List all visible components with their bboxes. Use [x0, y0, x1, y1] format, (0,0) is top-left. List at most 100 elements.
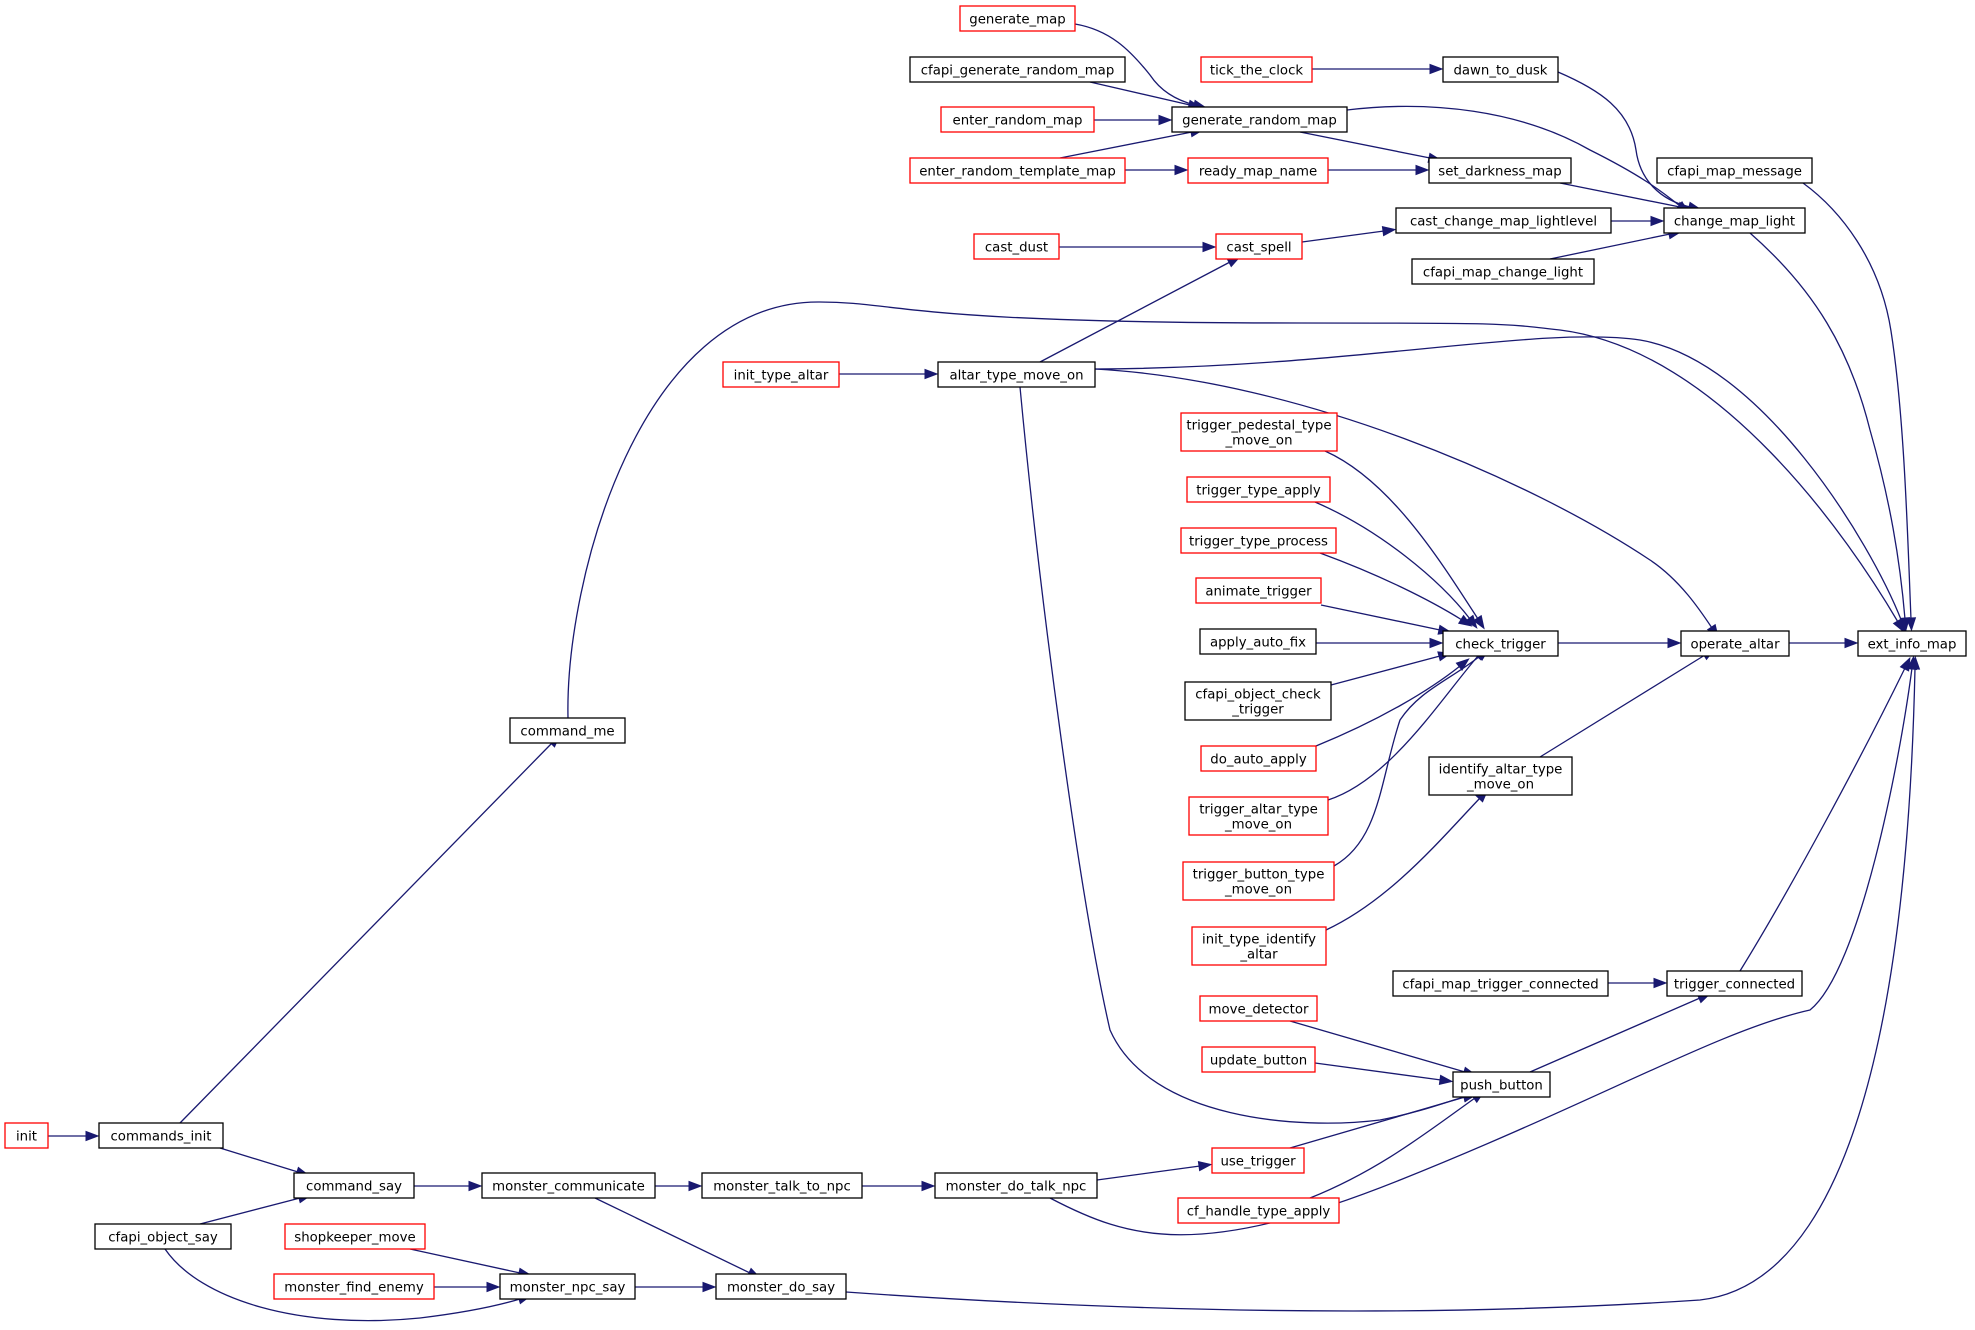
node-animate-trigger[interactable]: animate_trigger: [1195, 577, 1322, 604]
edge-trigger_type_apply-to-check_trigger: [1314, 501, 1478, 629]
edge-push_button-to-trigger_connected: [1529, 993, 1712, 1073]
node-monster-talk-to-npc[interactable]: monster_talk_to_npc: [701, 1172, 863, 1199]
edge-move_detector-to-push_button: [1289, 1020, 1477, 1077]
node-init-type-identify-altar[interactable]: init_type_identify_altar: [1191, 926, 1327, 966]
node-operate-altar[interactable]: operate_altar: [1680, 630, 1790, 657]
arrow-head-icon: [1429, 637, 1444, 649]
node-set-darkness-map[interactable]: set_darkness_map: [1428, 157, 1572, 184]
edge-line: [1539, 654, 1706, 758]
node-box: [481, 1172, 656, 1199]
node-commands-init[interactable]: commands_init: [98, 1122, 224, 1149]
node-altar-type-move-on[interactable]: altar_type_move_on: [937, 361, 1096, 388]
node-cfapi-map-change-light[interactable]: cfapi_map_change_light: [1411, 258, 1595, 285]
node-change-map-light[interactable]: change_map_light: [1663, 207, 1806, 234]
edge-line: [179, 742, 553, 1124]
node-box: [1680, 630, 1790, 657]
node-box: [937, 361, 1096, 388]
node-trigger-connected[interactable]: trigger_connected: [1666, 970, 1803, 997]
edge-cast_spell-to-cast_change_map_lightlevel: [1301, 226, 1397, 243]
node-box: [973, 233, 1060, 260]
node-trigger-altar-type-move-on[interactable]: trigger_altar_type_move_on: [1188, 796, 1329, 836]
node-ready-map-name[interactable]: ready_map_name: [1187, 157, 1329, 184]
node-trigger-button-type-move-on[interactable]: trigger_button_type_move_on: [1182, 861, 1335, 901]
edge-identify_altar_type_move_on-to-operate_altar: [1539, 648, 1716, 758]
arrow-head-icon: [1892, 618, 1905, 633]
node-cfapi-object-check-trigger[interactable]: cfapi_object_check_trigger: [1184, 681, 1332, 721]
edge-line: [409, 1248, 521, 1274]
node-generate-random-map[interactable]: generate_random_map: [1171, 106, 1348, 133]
node-identify-altar-type-move-on[interactable]: identify_altar_type_move_on: [1428, 756, 1573, 796]
node-box: [1395, 207, 1612, 234]
node-monster-communicate[interactable]: monster_communicate: [481, 1172, 656, 1199]
edge-commands_init-to-command_say: [219, 1147, 310, 1177]
arrow-head-icon: [85, 1130, 100, 1142]
node-cast-dust[interactable]: cast_dust: [973, 233, 1060, 260]
edge-trigger_pedestal_type_move_on-to-check_trigger: [1324, 450, 1485, 630]
node-label: altar_type_move_on: [949, 369, 1083, 384]
node-enter-random-template-map[interactable]: enter_random_template_map: [909, 157, 1126, 184]
node-box: [1442, 630, 1559, 657]
node-init-type-altar[interactable]: init_type_altar: [722, 361, 840, 388]
node-monster-do-say[interactable]: monster_do_say: [715, 1273, 847, 1300]
node-cfapi-object-say[interactable]: cfapi_object_say: [94, 1223, 232, 1250]
node-apply-auto-fix[interactable]: apply_auto_fix: [1199, 628, 1317, 655]
node-shopkeeper-move[interactable]: shopkeeper_move: [284, 1223, 426, 1250]
node-box: [1182, 861, 1335, 901]
node-box: [1199, 628, 1317, 655]
edge-line: [1549, 233, 1671, 260]
node-label: ready_map_name: [1199, 165, 1317, 180]
node-push-button[interactable]: push_button: [1452, 1071, 1551, 1098]
node-box: [1186, 476, 1331, 503]
node-trigger-type-process[interactable]: trigger_type_process: [1180, 527, 1337, 554]
node-do-auto-apply[interactable]: do_auto_apply: [1200, 745, 1317, 772]
node-label: monster_do_talk_npc: [946, 1180, 1087, 1195]
node-dawn-to-dusk[interactable]: dawn_to_dusk: [1442, 56, 1559, 83]
node-update-button[interactable]: update_button: [1201, 1046, 1316, 1073]
node-enter-random-map[interactable]: enter_random_map: [940, 106, 1095, 133]
node-label: generate_random_map: [1182, 114, 1337, 129]
arrow-head-icon: [1909, 655, 1921, 670]
node-label: cfapi_object_say: [108, 1231, 218, 1246]
node-monster-npc-say[interactable]: monster_npc_say: [499, 1273, 636, 1300]
arrow-head-icon: [468, 1180, 483, 1192]
node-move-detector[interactable]: move_detector: [1199, 995, 1318, 1022]
node-box: [98, 1122, 224, 1149]
node-cfapi-generate-random-map[interactable]: cfapi_generate_random_map: [909, 56, 1126, 83]
node-box: [1180, 527, 1337, 554]
node-cfapi-map-trigger-connected[interactable]: cfapi_map_trigger_connected: [1392, 970, 1609, 997]
node-use-trigger[interactable]: use_trigger: [1211, 1147, 1305, 1174]
node-monster-do-talk-npc[interactable]: monster_do_talk_npc: [934, 1172, 1098, 1199]
node-label: _move_on: [1224, 818, 1292, 833]
node-cast-change-map-lightlevel[interactable]: cast_change_map_lightlevel: [1395, 207, 1612, 234]
node-command-say[interactable]: command_say: [293, 1172, 415, 1199]
edge-line: [567, 301, 1899, 719]
node-command-me[interactable]: command_me: [509, 717, 626, 744]
edge-command_say-to-monster_communicate: [414, 1180, 483, 1192]
arrow-head-icon: [924, 368, 939, 380]
edge-line: [1039, 261, 1231, 363]
node-label: shopkeeper_move: [294, 1231, 415, 1246]
node-cast-spell[interactable]: cast_spell: [1215, 233, 1303, 260]
node-label: change_map_light: [1674, 215, 1795, 230]
node-trigger-type-apply[interactable]: trigger_type_apply: [1186, 476, 1331, 503]
node-label: cfapi_map_change_light: [1423, 266, 1583, 281]
node-label: trigger_type_process: [1189, 535, 1328, 550]
node-monster-find-enemy[interactable]: monster_find_enemy: [273, 1273, 435, 1300]
node-box: [940, 106, 1095, 133]
edge-init_type_altar-to-altar_type_move_on: [839, 368, 939, 380]
node-box: [293, 1172, 415, 1199]
node-tick-the-clock[interactable]: tick_the_clock: [1200, 56, 1313, 83]
node-generate-map[interactable]: generate_map: [959, 5, 1076, 32]
node-box: [1177, 1197, 1340, 1224]
node-label: dawn_to_dusk: [1453, 64, 1547, 79]
node-box: [1201, 1046, 1316, 1073]
node-box: [499, 1273, 636, 1300]
edge-line: [1094, 336, 1903, 623]
node-init[interactable]: init: [4, 1122, 49, 1149]
edge-line: [1059, 131, 1193, 159]
node-check-trigger[interactable]: check_trigger: [1442, 630, 1559, 657]
node-cf-handle-type-apply[interactable]: cf_handle_type_apply: [1177, 1197, 1340, 1224]
node-cfapi-map-message[interactable]: cfapi_map_message: [1656, 157, 1813, 184]
node-trigger-pedestal-type-move-on[interactable]: trigger_pedestal_type_move_on: [1180, 412, 1338, 452]
node-box: [909, 157, 1126, 184]
